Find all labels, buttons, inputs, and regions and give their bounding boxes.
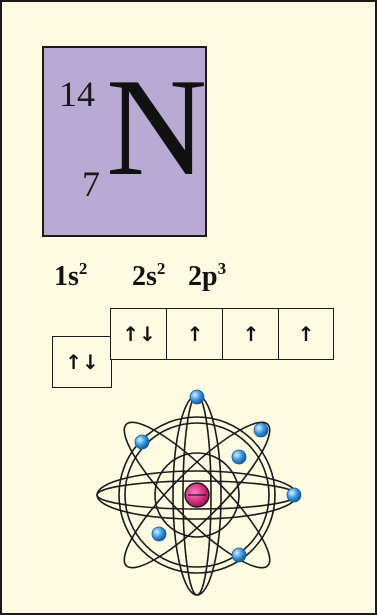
orbital-box-1s: ↑↓ (52, 336, 112, 388)
config-2p: 2p3 (188, 260, 226, 291)
electron (231, 449, 247, 465)
config-1s-electrons: 2 (78, 259, 88, 278)
config-2s-shell: 2s (132, 261, 157, 292)
electron (134, 434, 150, 450)
inner-ring (154, 452, 240, 538)
orbit-ellipse-2 (123, 421, 271, 569)
orbital-box-2p-1: ↑ (166, 308, 224, 360)
config-1s-shell: 1s (54, 261, 79, 292)
electron (231, 547, 247, 563)
orbit-ellipse-4 (123, 421, 271, 569)
orbital-box-2s: ↑↓ (110, 308, 168, 360)
orbital-box-2p-3: ↑ (278, 308, 334, 360)
config-2s: 2s2 (132, 260, 165, 291)
electron (286, 487, 302, 503)
atomic-number: 7 (82, 164, 100, 204)
electron (253, 422, 269, 438)
bohr-atom-diagram (96, 389, 302, 596)
outer-ring-b (124, 422, 270, 568)
element-symbol-box: 14 7 N (42, 46, 207, 237)
element-symbol: N (106, 50, 208, 205)
config-2s-electrons: 2 (156, 259, 166, 278)
outer-ring-a (118, 416, 276, 574)
electrons (134, 389, 302, 563)
config-2p-electrons: 3 (217, 259, 227, 278)
mass-number: 14 (59, 74, 95, 114)
config-2p-shell: 2p (188, 261, 218, 292)
electron (151, 526, 167, 542)
config-1s: 1s2 (54, 260, 87, 291)
orbital-box-2p-2: ↑ (222, 308, 280, 360)
electron (189, 389, 205, 405)
